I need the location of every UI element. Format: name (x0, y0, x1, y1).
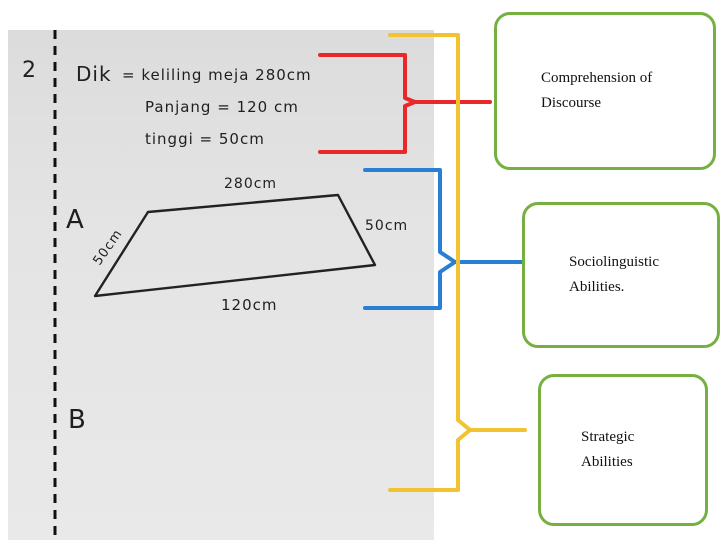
sociolinguistic-line-1: Sociolinguistic (569, 253, 659, 270)
red-bracket (318, 53, 492, 154)
worksheet-photo (8, 30, 434, 540)
question-number: 2 (22, 58, 37, 83)
sociolinguistic-line-2: Abilities. (569, 279, 625, 295)
sociolinguistic-box: Sociolinguistic Abilities. (522, 202, 720, 348)
given-line-3: tinggi = 50cm (145, 130, 265, 148)
part-b-label: B (68, 405, 87, 435)
given-line-2: Panjang = 120 cm (145, 98, 299, 116)
comprehension-box: Comprehension of Discourse (494, 12, 716, 170)
bottom-side-label: 120cm (221, 296, 278, 314)
blue-bracket (363, 168, 527, 310)
comprehension-line-2: Discourse (541, 95, 601, 111)
comprehension-line-1: Comprehension of (541, 69, 653, 86)
trapezoid-shape (93, 193, 377, 298)
part-a-label: A (66, 205, 85, 235)
top-side-label: 280cm (224, 176, 278, 192)
strategic-line-1: Strategic (581, 428, 635, 445)
right-side-label: 50cm (365, 218, 409, 234)
yellow-bracket (388, 33, 527, 492)
strategic-box: Strategic Abilities (538, 374, 708, 526)
strategic-line-2: Abilities (581, 454, 633, 470)
given-label: Dik (76, 62, 112, 86)
given-line-1: = keliling meja 280cm (122, 66, 312, 84)
